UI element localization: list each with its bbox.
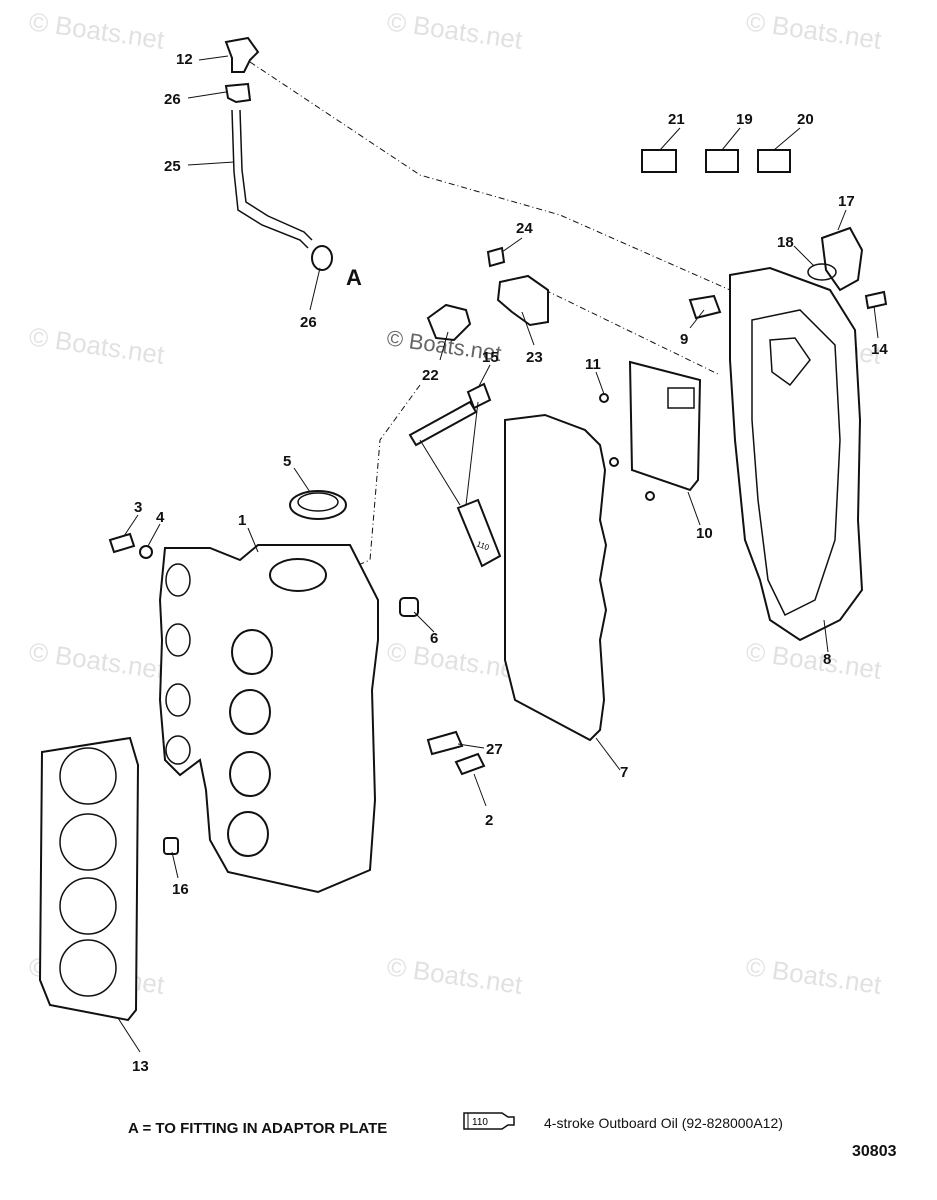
watermark: © Boats.net bbox=[385, 6, 525, 55]
bolt-14 bbox=[864, 290, 888, 310]
seal-5 bbox=[289, 490, 347, 520]
bolt-27 bbox=[426, 730, 464, 756]
watermark: © Boats.net bbox=[27, 321, 167, 370]
callout-25: 25 bbox=[164, 158, 181, 175]
dowel-2 bbox=[454, 752, 486, 776]
pad-19 bbox=[705, 149, 739, 173]
callout-12: 12 bbox=[176, 51, 193, 68]
washer-4 bbox=[139, 545, 153, 559]
hose-clamp-top bbox=[224, 82, 252, 104]
callout-11: 11 bbox=[585, 356, 601, 373]
callout-3: 3 bbox=[134, 499, 142, 516]
watermark: © Boats.net bbox=[744, 951, 884, 1000]
figure-number: 30803 bbox=[852, 1143, 897, 1160]
callout-15: 15 bbox=[482, 349, 499, 366]
dowel-6 bbox=[399, 597, 419, 617]
callout-24: 24 bbox=[516, 220, 533, 237]
watermark: © Boats.net bbox=[385, 951, 525, 1000]
callout-5: 5 bbox=[283, 453, 291, 470]
dowel-pin-9 bbox=[688, 294, 722, 320]
callout-22: 22 bbox=[422, 367, 439, 384]
pad-20 bbox=[757, 149, 791, 173]
footnote: A = TO FITTING IN ADAPTOR PLATE bbox=[128, 1120, 388, 1137]
callout-19: 19 bbox=[736, 111, 753, 128]
pad-21 bbox=[641, 149, 677, 173]
callout-1: 1 bbox=[238, 512, 246, 529]
cylinder-head bbox=[158, 544, 379, 894]
callouts: 1 2 3 4 5 6 7 8 9 10 11 12 13 14 15 16 1… bbox=[132, 51, 888, 1075]
callout-2: 2 bbox=[485, 812, 493, 829]
callout-27: 27 bbox=[486, 741, 503, 758]
callout-8: 8 bbox=[823, 651, 831, 668]
valve-cover bbox=[729, 266, 864, 642]
callout-23: 23 bbox=[526, 349, 543, 366]
legend-text: 4-stroke Outboard Oil (92-828000A12) bbox=[544, 1115, 783, 1131]
callout-7: 7 bbox=[620, 764, 628, 781]
cover-bolt bbox=[408, 382, 492, 447]
callout-16: 16 bbox=[172, 881, 189, 898]
callout-14: 14 bbox=[871, 341, 888, 358]
assembly-lines bbox=[249, 61, 731, 576]
callout-9: 9 bbox=[680, 331, 688, 348]
pads bbox=[641, 149, 791, 173]
bracket-assembly bbox=[426, 246, 549, 342]
head-gasket bbox=[38, 736, 140, 1022]
detail-letter-a: A bbox=[346, 265, 362, 290]
callout-18: 18 bbox=[777, 234, 794, 251]
screws-11 bbox=[599, 393, 655, 501]
callout-6: 6 bbox=[430, 630, 438, 647]
callout-4: 4 bbox=[156, 509, 165, 526]
sealant-tube-icon: 110 bbox=[463, 1112, 515, 1130]
watermark: © Boats.net bbox=[27, 636, 167, 685]
callout-26: 26 bbox=[164, 91, 181, 108]
elbow-fitting bbox=[224, 36, 260, 73]
legend-code: 110 bbox=[472, 1117, 488, 1128]
leader-lines bbox=[117, 55, 879, 1053]
callout-26-lower: 26 bbox=[300, 314, 317, 331]
callout-17: 17 bbox=[838, 193, 855, 210]
sealant-tube: 110 bbox=[456, 498, 502, 568]
callout-13: 13 bbox=[132, 1058, 149, 1075]
watermark: © Boats.net bbox=[744, 636, 884, 685]
oil-fill-cap bbox=[807, 226, 864, 292]
watermark: © Boats.net bbox=[744, 6, 884, 55]
watermark: © Boats.net bbox=[27, 6, 167, 55]
bolt-3 bbox=[108, 532, 136, 554]
sealant-tube-code: 110 bbox=[475, 539, 491, 552]
callout-21: 21 bbox=[668, 111, 685, 128]
cover-gasket bbox=[504, 413, 608, 742]
baffle-plate bbox=[628, 360, 702, 492]
callout-20: 20 bbox=[797, 111, 814, 128]
hose bbox=[231, 109, 313, 249]
dowel-16 bbox=[163, 837, 179, 855]
hose-clamp-bottom bbox=[311, 245, 333, 271]
callout-10: 10 bbox=[696, 525, 713, 542]
